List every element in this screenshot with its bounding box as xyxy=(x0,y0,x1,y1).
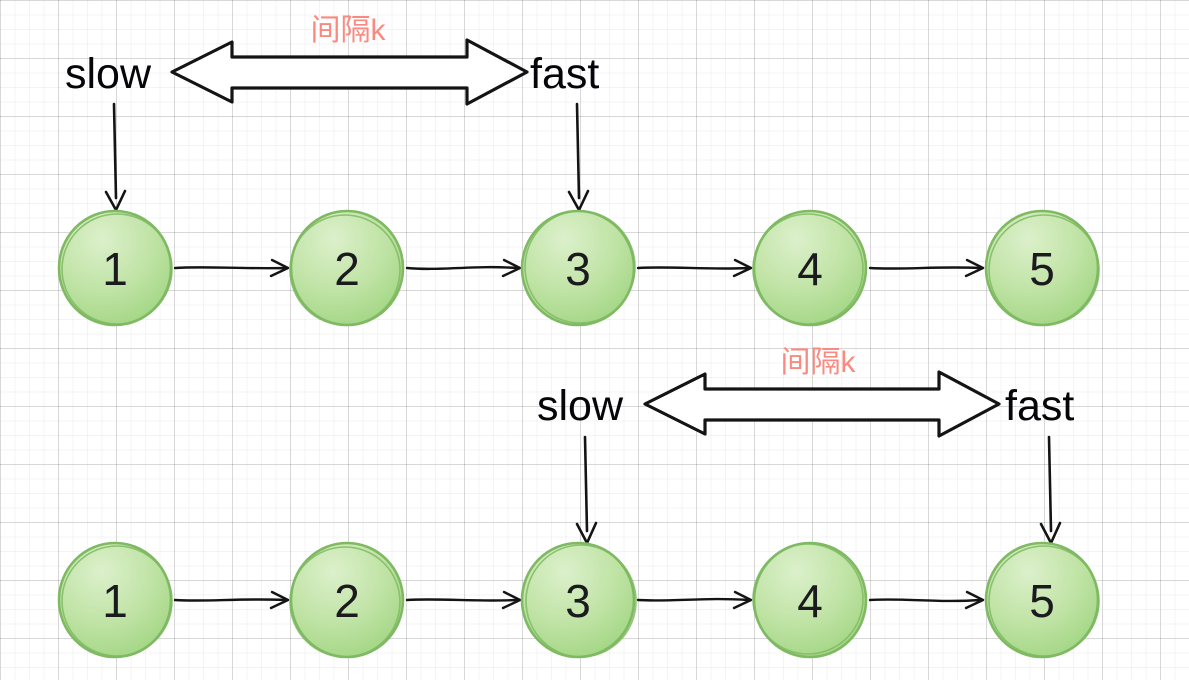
link-arrow-3-4-top xyxy=(636,258,753,278)
link-arrow-3-4-bottom xyxy=(636,590,753,610)
pointer-arrow-slow-top xyxy=(104,102,127,212)
link-arrow-4-5-bottom xyxy=(868,590,985,610)
pointer-label-slow-top: slow xyxy=(65,50,152,98)
node-label: 4 xyxy=(797,575,823,627)
link-arrow-1-2-top xyxy=(173,258,290,278)
link-arrow-2-3-bottom xyxy=(405,590,522,610)
node-label: 5 xyxy=(1029,575,1055,627)
node-4-bottom[interactable]: 4 xyxy=(752,541,868,659)
node-5-top[interactable]: 5 xyxy=(984,209,1100,327)
link-arrow-1-2-bottom xyxy=(173,590,290,610)
pointer-arrow-fast-bottom xyxy=(1039,435,1062,545)
node-label: 1 xyxy=(102,575,128,627)
node-1-top[interactable]: 1 xyxy=(57,209,173,327)
node-2-bottom[interactable]: 2 xyxy=(289,541,405,659)
node-2-top[interactable]: 2 xyxy=(289,209,405,327)
gap-double-arrow-top xyxy=(170,38,529,106)
row-bottom: 间隔k slow fast xyxy=(57,346,1100,659)
node-5-bottom[interactable]: 5 xyxy=(984,541,1100,659)
pointer-arrow-fast-top xyxy=(567,102,590,212)
pointer-label-fast-top: fast xyxy=(530,50,599,98)
node-3-top[interactable]: 3 xyxy=(520,209,636,327)
node-3-bottom[interactable]: 3 xyxy=(520,541,637,659)
node-4-top[interactable]: 4 xyxy=(752,209,868,327)
link-arrow-2-3-top xyxy=(405,258,522,278)
pointer-arrow-slow-bottom xyxy=(575,435,598,545)
gap-arrow-shape-bottom xyxy=(643,370,1001,438)
gap-double-arrow-bottom xyxy=(643,370,1001,438)
gap-label-top: 间隔k xyxy=(311,14,387,47)
row-top: 间隔k slow fast xyxy=(57,14,1100,327)
node-1-bottom[interactable]: 1 xyxy=(57,541,173,659)
node-label: 5 xyxy=(1029,243,1055,295)
node-label: 3 xyxy=(565,243,591,295)
node-label: 3 xyxy=(565,575,591,627)
link-arrow-4-5-top xyxy=(868,258,985,278)
gap-arrow-shape-top xyxy=(170,38,529,106)
gap-label-bottom: 间隔k xyxy=(781,346,857,379)
pointer-label-slow-bottom: slow xyxy=(537,382,624,430)
node-label: 4 xyxy=(797,243,823,295)
node-label: 1 xyxy=(102,243,128,295)
pointer-label-fast-bottom: fast xyxy=(1005,382,1074,430)
node-label: 2 xyxy=(334,243,360,295)
node-label: 2 xyxy=(334,575,360,627)
